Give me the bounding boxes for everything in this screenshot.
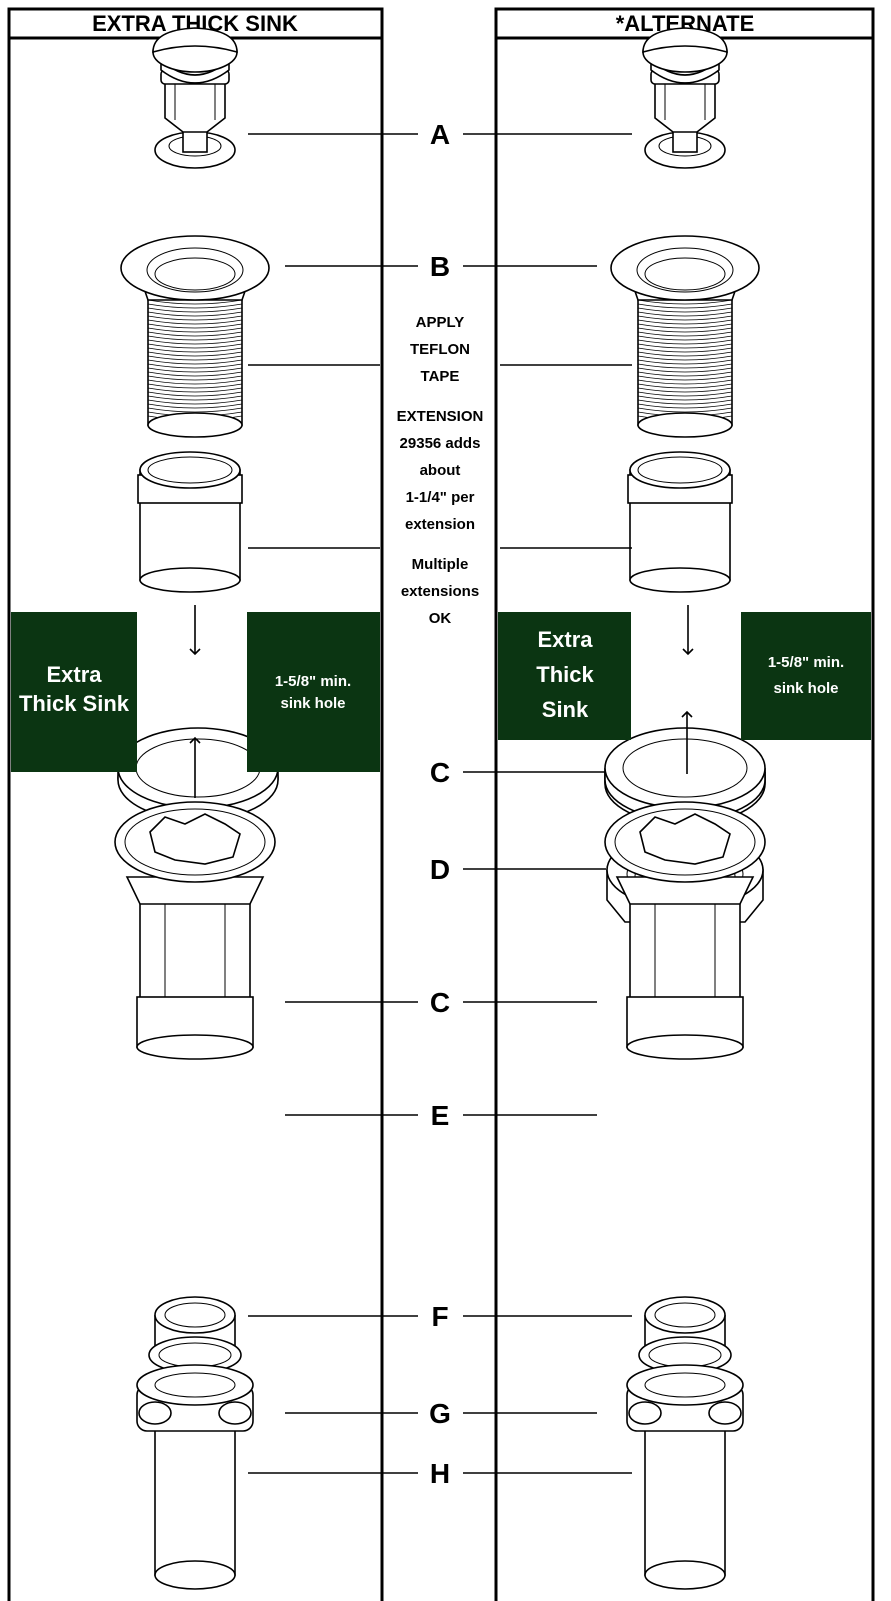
teflon-note: APPLY TEFLON TAPE <box>410 314 470 385</box>
right-sink-hole-box: 1-5/8" min. sink hole <box>741 612 871 740</box>
part-extension-right <box>627 451 733 593</box>
multiple-note-line-2: extensions <box>401 583 479 600</box>
right-sink-label-line-3: Sink <box>542 697 589 722</box>
right-sink-box: Extra Thick Sink <box>498 612 631 740</box>
callout-letter-d: D <box>430 854 450 885</box>
extension-note-line-2: 29356 adds <box>400 435 481 452</box>
part-g-nut-tailpipe-left <box>136 1364 254 1590</box>
part-f-washer-left <box>148 1296 242 1374</box>
callout-g: G <box>285 1398 597 1429</box>
callout-letter-b: B <box>430 251 450 282</box>
callout-letter-a: A <box>430 119 450 150</box>
extension-note-line-5: extension <box>405 516 475 533</box>
part-a-stopper-right <box>642 27 728 169</box>
extension-note-line-3: about <box>420 462 461 479</box>
callout-letter-e: E <box>431 1100 450 1131</box>
callout-c-bottom: C <box>285 987 597 1018</box>
part-e-body-right <box>604 801 766 1060</box>
callout-a: A <box>248 119 632 150</box>
callout-letter-c-top: C <box>430 757 450 788</box>
multiple-note-line-1: Multiple <box>412 556 469 573</box>
right-sink-label-line-2: Thick <box>536 662 594 687</box>
callout-letter-f: F <box>431 1301 448 1332</box>
extension-note-line-1: EXTENSION <box>397 408 484 425</box>
extension-note: EXTENSION 29356 adds about 1-1/4" per ex… <box>397 408 484 533</box>
part-e-body-left <box>114 801 276 1060</box>
teflon-note-line-2: TEFLON <box>410 341 470 358</box>
part-b-flange-right <box>610 235 760 438</box>
part-a-stopper-left <box>152 27 238 169</box>
right-sink-hole-line-1: 1-5/8" min. <box>768 654 844 671</box>
part-f-washer-right <box>638 1296 732 1374</box>
callout-letter-h: H <box>430 1458 450 1489</box>
callout-letter-c-bottom: C <box>430 987 450 1018</box>
right-sink-label-line-1: Extra <box>537 627 593 652</box>
callout-b: B <box>285 251 597 282</box>
teflon-note-line-3: TAPE <box>421 368 460 385</box>
callout-c-top: C <box>430 757 606 788</box>
callout-h: H <box>248 1458 632 1489</box>
left-sink-label-line-1: Extra <box>46 662 102 687</box>
teflon-note-line-1: APPLY <box>416 314 465 331</box>
callout-f: F <box>248 1301 632 1332</box>
right-sink-hole-line-2: sink hole <box>773 680 838 697</box>
part-g-nut-tailpipe-right <box>626 1364 744 1590</box>
part-b-flange-left <box>120 235 270 438</box>
left-sink-hole-box: 1-5/8" min. sink hole <box>247 612 380 772</box>
left-sink-box: Extra Thick Sink <box>11 612 137 772</box>
left-sink-hole-line-1: 1-5/8" min. <box>275 673 351 690</box>
callout-letter-g: G <box>429 1398 451 1429</box>
left-sink-label-line-2: Thick Sink <box>19 691 130 716</box>
callout-e: E <box>285 1100 597 1131</box>
extension-note-line-4: 1-1/4" per <box>406 489 475 506</box>
part-extension-left <box>137 451 243 593</box>
callout-d: D <box>430 854 606 885</box>
left-sink-hole-line-2: sink hole <box>280 695 345 712</box>
multiple-extensions-note: Multiple extensions OK <box>401 556 479 627</box>
multiple-note-line-3: OK <box>429 610 452 627</box>
